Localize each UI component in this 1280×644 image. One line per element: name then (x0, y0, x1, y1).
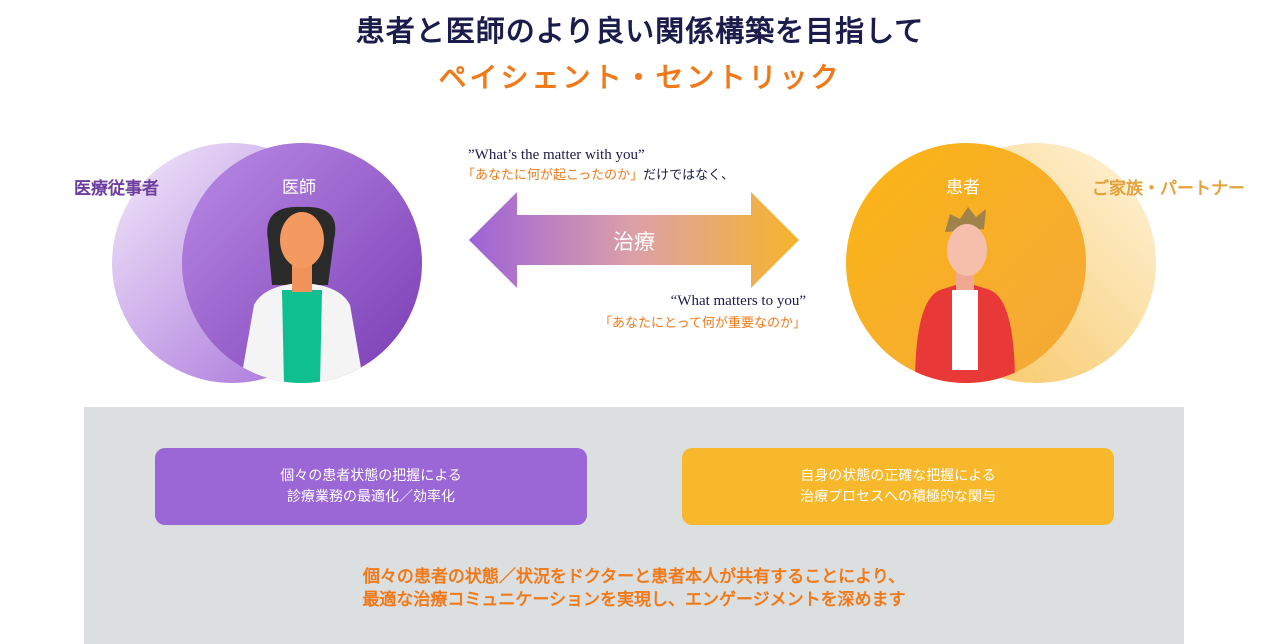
doctor-label: 医師 (282, 178, 316, 198)
doctor-benefit-box: 個々の患者状態の把握による 診療業務の最適化／効率化 (155, 448, 587, 525)
summary-text: 個々の患者の状態／状況をドクターと患者本人が共有することにより、 最適な治療コミ… (84, 566, 1184, 612)
top-quote-jp-orange: 「あなたに何が起こったのか」 (462, 168, 644, 183)
treatment-double-arrow (469, 192, 799, 288)
treatment-label: 治療 (613, 230, 655, 254)
patient-label: 患者 (946, 178, 980, 198)
healthcare-staff-label: 医療従事者 (74, 179, 159, 199)
top-quote-suffix: だけではなく、 (643, 168, 735, 183)
summary-line1: 個々の患者の状態／状況をドクターと患者本人が共有することにより、 (362, 567, 906, 587)
top-quote-english: ”What’s the matter with you” (468, 147, 645, 163)
bottom-quote-english: “What matters to you” (670, 293, 806, 309)
doctor-benefit-line2: 診療業務の最適化／効率化 (287, 488, 455, 505)
summary-line2: 最適な治療コミュニケーションを実現し、エンゲージメントを深めます (362, 590, 906, 610)
patient-benefit-box: 自身の状態の正確な把握による 治療プロセスへの積極的な関与 (682, 448, 1114, 525)
page-subtitle: ペイシェント・セントリック (438, 61, 842, 94)
page-title: 患者と医師のより良い関係構築を目指して (355, 14, 925, 48)
bottom-quote-japanese: 「あなたにとって何が重要なのか」 (599, 316, 806, 331)
patient-benefit-line2: 治療プロセスへの積極的な関与 (800, 488, 996, 505)
summary-panel: 個々の患者状態の把握による 診療業務の最適化／効率化 自身の状態の正確な把握によ… (84, 407, 1184, 644)
family-partner-label: ご家族・パートナー (1092, 179, 1245, 199)
doctor-benefit-line1: 個々の患者状態の把握による (280, 467, 462, 484)
doctor-figure-icon (240, 206, 364, 383)
venn-illustration (112, 143, 1156, 383)
top-quote-japanese: 「あなたに何が起こったのか」だけではなく、 (462, 164, 734, 183)
patient-figure-icon (915, 207, 1015, 383)
patient-benefit-line1: 自身の状態の正確な把握による (800, 467, 996, 484)
